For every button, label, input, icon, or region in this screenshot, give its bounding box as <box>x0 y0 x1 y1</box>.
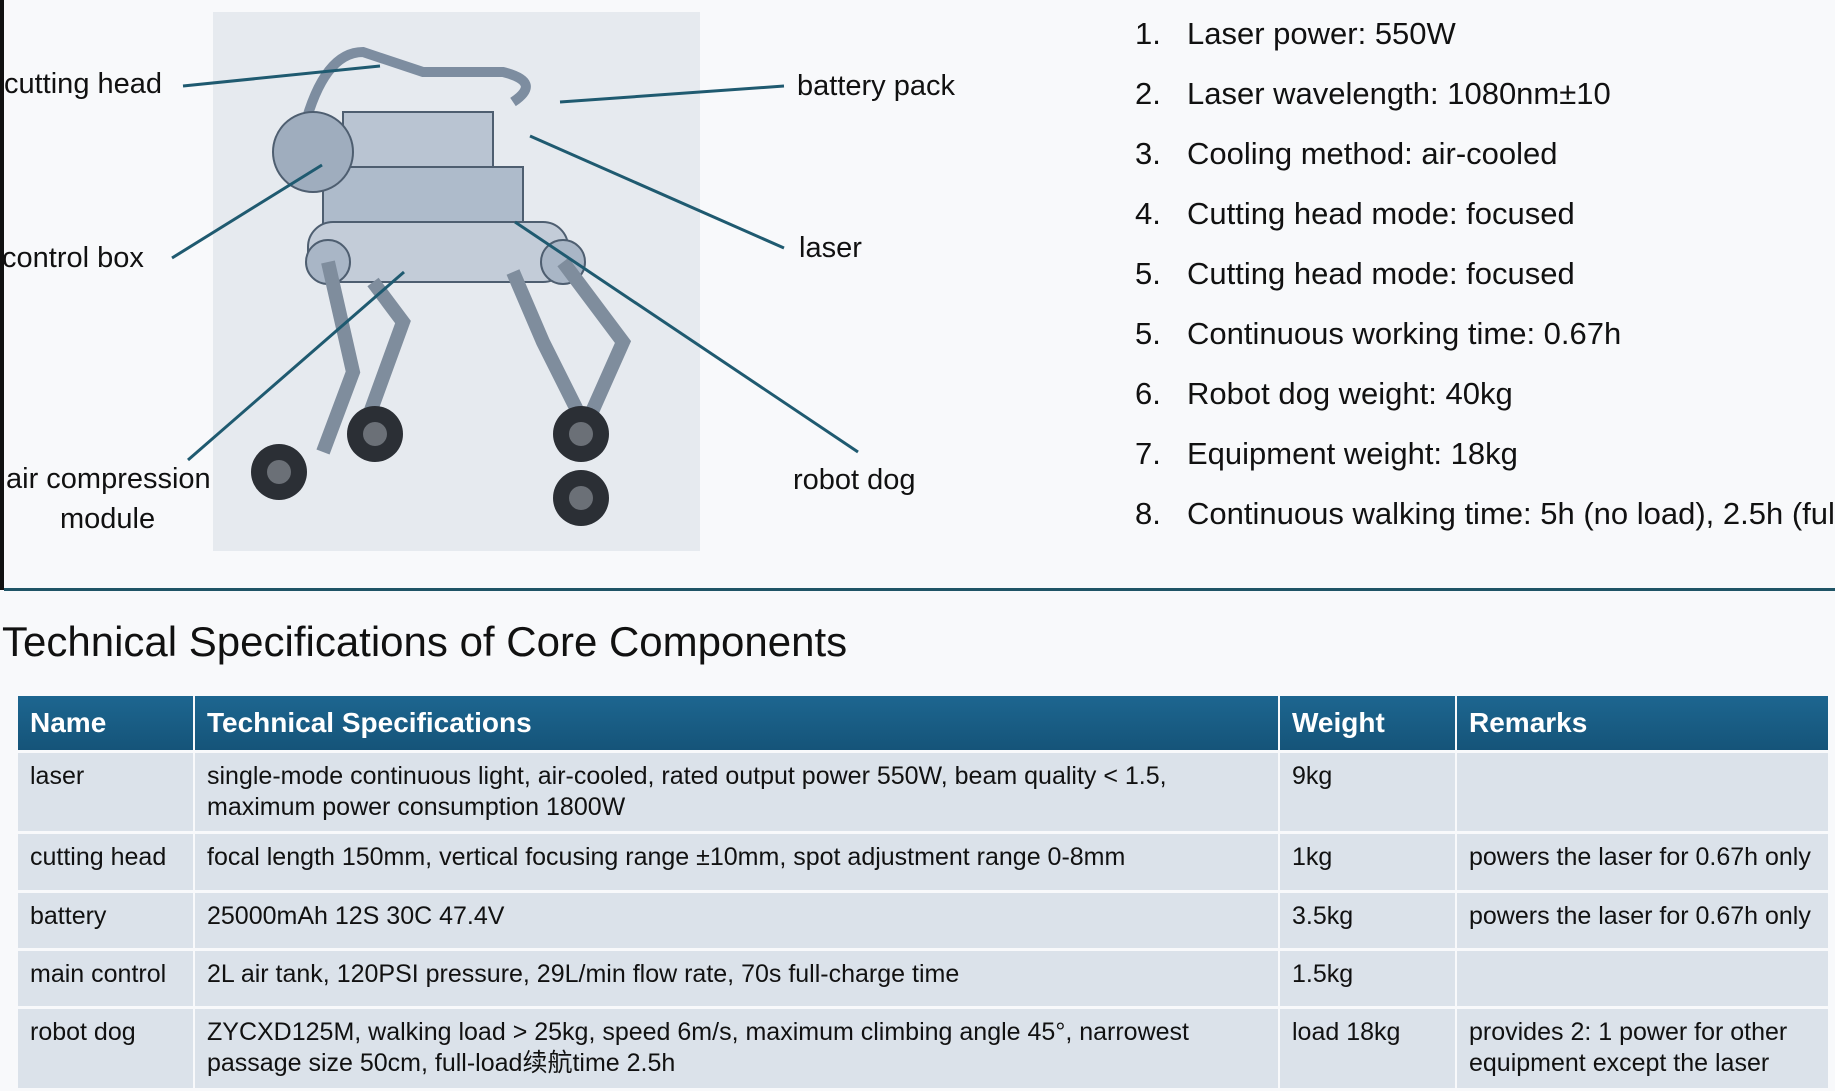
battery-pack-leader <box>559 84 785 104</box>
cell-specs: ZYCXD125M, walking load > 25kg, speed 6m… <box>195 1009 1278 1088</box>
callout-air-compression-1: air compression <box>6 463 211 495</box>
section-divider <box>4 588 1835 591</box>
cell-name: robot dog <box>18 1009 193 1088</box>
callout-laser: laser <box>799 232 862 264</box>
spec-text: Continuous walking time: 5h (no load), 2… <box>1187 496 1835 531</box>
cell-remarks <box>1457 753 1828 831</box>
header-name: Name <box>18 696 193 750</box>
laser-leader <box>529 134 785 250</box>
cell-name: main control <box>18 951 193 1006</box>
robot-dog-illustration <box>213 12 700 551</box>
spec-number: 8. <box>1135 496 1161 531</box>
spec-number: 1. <box>1135 16 1161 51</box>
section-title: Technical Specifications of Core Compone… <box>2 618 848 665</box>
cell-weight: 1kg <box>1280 834 1455 890</box>
cell-specs: 2L air tank, 120PSI pressure, 29L/min fl… <box>195 951 1278 1006</box>
header-specs: Technical Specifications <box>195 696 1278 750</box>
header-weight: Weight <box>1280 696 1455 750</box>
cell-specs: 25000mAh 12S 30C 47.4V <box>195 893 1278 948</box>
cell-name: cutting head <box>18 834 193 890</box>
cell-weight: load 18kg <box>1280 1009 1455 1088</box>
spec-number: 5. <box>1135 256 1161 291</box>
cutting-head-leader <box>182 64 381 88</box>
callout-control-box: control box <box>2 242 144 274</box>
robot-dog-drawing <box>251 46 632 526</box>
spec-text: Equipment weight: 18kg <box>1187 436 1518 471</box>
callout-air-compression-2: module <box>60 503 156 535</box>
cell-remarks: powers the laser for 0.67h only <box>1457 834 1828 890</box>
robot-dog-leader <box>514 220 859 454</box>
spec-text: Cooling method: air-cooled <box>1187 136 1558 171</box>
callout-battery-pack: battery pack <box>797 70 955 102</box>
spec-text: Cutting head mode: focused <box>1187 196 1575 231</box>
spec-number: 4. <box>1135 196 1161 231</box>
cell-name: laser <box>18 753 193 831</box>
air-compression-leader <box>187 270 405 462</box>
spec-number: 6. <box>1135 376 1161 411</box>
cell-specs: single-mode continuous light, air-cooled… <box>195 753 1278 831</box>
left-border <box>0 0 4 590</box>
spec-text: Laser power: 550W <box>1187 16 1456 51</box>
header-remarks: Remarks <box>1457 696 1828 750</box>
spec-number: 7. <box>1135 436 1161 471</box>
cell-remarks: provides 2: 1 power for other equipment … <box>1457 1009 1828 1088</box>
spec-text: Continuous working time: 0.67h <box>1187 316 1622 351</box>
spec-text: Robot dog weight: 40kg <box>1187 376 1513 411</box>
cell-specs: focal length 150mm, vertical focusing ra… <box>195 834 1278 890</box>
core-components-table: Name Technical Specifications Weight Rem… <box>16 693 1830 1091</box>
spec-number: 3. <box>1135 136 1161 171</box>
table-header-row: Name Technical Specifications Weight Rem… <box>18 696 1828 750</box>
control-box-leader <box>171 163 323 260</box>
cell-weight: 3.5kg <box>1280 893 1455 948</box>
cell-remarks <box>1457 951 1828 1006</box>
cell-weight: 9kg <box>1280 753 1455 831</box>
spec-number: 5. <box>1135 316 1161 351</box>
cell-remarks: powers the laser for 0.67h only <box>1457 893 1828 948</box>
spec-text: Cutting head mode: focused <box>1187 256 1575 291</box>
callout-lines <box>171 64 859 462</box>
spec-number: 2. <box>1135 76 1161 111</box>
cell-weight: 1.5kg <box>1280 951 1455 1006</box>
spec-text: Laser wavelength: 1080nm±10 <box>1187 76 1611 111</box>
callout-cutting-head: cutting head <box>4 68 163 100</box>
callout-robot-dog: robot dog <box>793 464 916 496</box>
cell-name: battery <box>18 893 193 948</box>
